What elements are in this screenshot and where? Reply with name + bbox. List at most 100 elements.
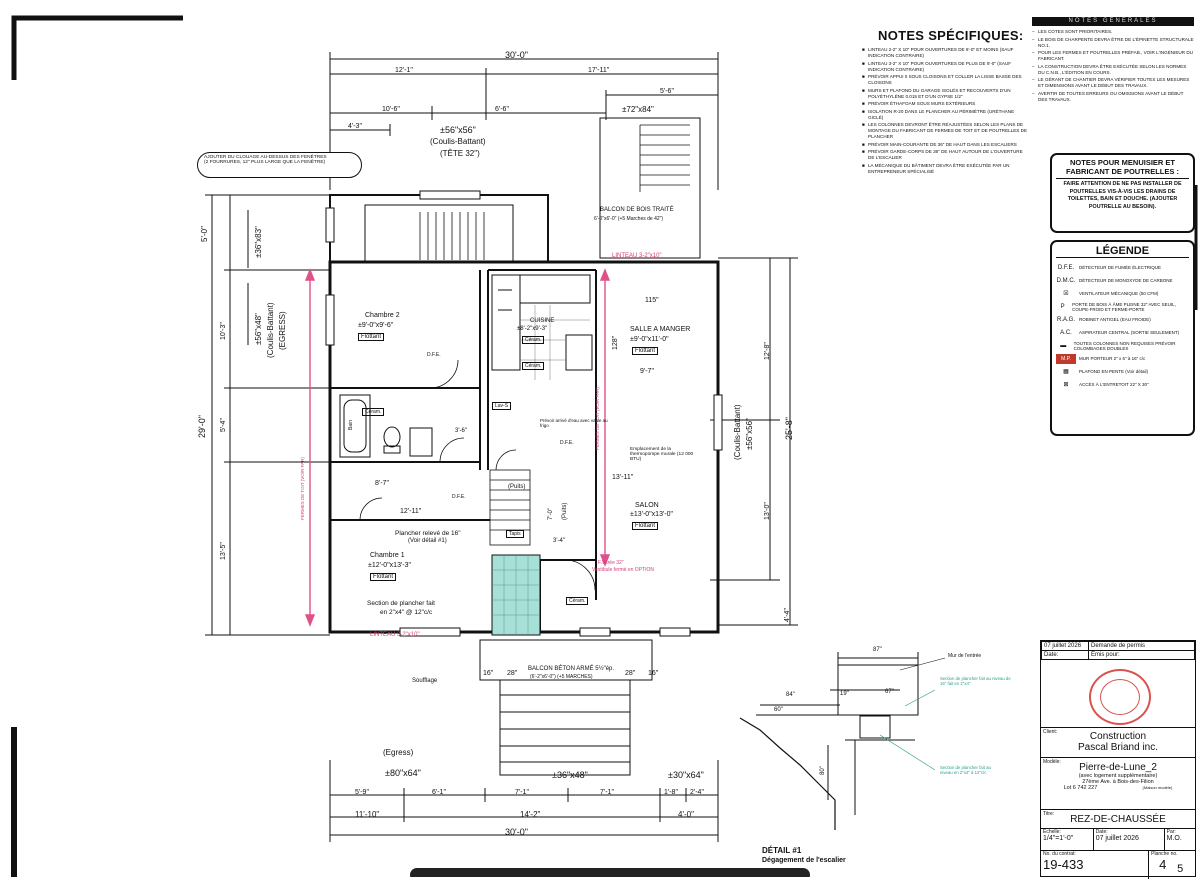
soufflage-label: Soufflage: [412, 678, 438, 684]
legend-symbol-icon: D.M.C.: [1056, 277, 1076, 284]
corner-mark-top-left: [11, 15, 183, 80]
echelle-label: Échelle:: [1043, 829, 1061, 835]
rev-date-label: Date:: [1041, 650, 1089, 660]
dim-top-6-6: 6'-6": [495, 106, 509, 113]
rev-desc: Demande de permis: [1088, 641, 1195, 651]
modele-label: Modèle:: [1043, 759, 1061, 765]
detail-mur-entree: Mur de l'entrée: [948, 653, 982, 659]
emplacement-label: Emplacement de la thermopompe murale (12…: [630, 447, 694, 462]
note-item: –AVERTIR DE TOUTES ERREURS OU OMISSIONS …: [1032, 91, 1194, 103]
note-bullet: –: [1032, 29, 1035, 34]
legend-symbol-icon: P: [1060, 303, 1065, 310]
dim-left-5-4: 5'-4": [220, 418, 227, 432]
titre-value: REZ-DE-CHAUSSÉE: [1070, 814, 1166, 825]
balcon-bois-line2: 6'-0"x6'-0" (+5 Marches de 42"): [594, 216, 664, 222]
menuisier-title-2: FABRICANT DE POUTRELLES :: [1056, 167, 1189, 179]
modele-sub-1: (avec logement supplémentaire): [1078, 773, 1158, 779]
dim-9-7: 9'-7": [640, 368, 654, 375]
legend-row: ⊠ACCÈS À L'ENTRETOIT 22" X 30": [1056, 378, 1189, 391]
detail-60: 60": [774, 707, 783, 713]
dim-top-4-3: 4'-3": [348, 123, 362, 130]
note-bullet: –: [1032, 63, 1035, 69]
notes-specifiques: NOTES SPÉCIFIQUES: ■LINTEAU 2-2" X 10" P…: [862, 28, 1030, 176]
dim-top-overall: 30'-0": [505, 50, 528, 60]
dim-128: 128": [612, 335, 619, 350]
dim-7-0: 7'-0": [548, 508, 554, 520]
balcon-beton-line2: (6'-2"x6'-0") (+5 MARCHES): [530, 674, 593, 680]
note-text: LE BOIS DE CHARPENTE DEVRA ÊTRE DE L'ÉPI…: [1038, 36, 1194, 48]
legend-text: ACCÈS À L'ENTRETOIT 22" X 30": [1079, 382, 1149, 387]
notes-generales-list: –LES COTES SONT PRIORITAIRES.–LE BOIS DE…: [1032, 29, 1194, 103]
room-salon-name: SALON: [635, 502, 659, 509]
contrat-label: No. du contrat:: [1043, 851, 1076, 857]
window-right-size: ±56"x56": [745, 418, 754, 450]
dim-bottom-6-1: 6'-1": [432, 789, 446, 796]
planche-total: 5: [1177, 863, 1184, 875]
dfe-label-2: D.F.E.: [560, 440, 574, 446]
dim-8-7: 8'-7": [375, 480, 389, 487]
par-value: M.O.: [1166, 835, 1182, 842]
legend-text: DÉTECTEUR DE MONOXYDE DE CARBONE: [1079, 278, 1173, 283]
note-bullet: –: [1032, 90, 1035, 96]
client-label: Client:: [1043, 729, 1058, 735]
titre-label: Titre:: [1043, 811, 1055, 817]
legend-row: ▬TOUTES COLONNES NON REQUISES PRÉVOIR CO…: [1056, 339, 1189, 352]
balcon-beton-line1: BALCON BÉTON ARMÉ 5½"ép.: [528, 666, 615, 672]
menuisier-title-1: NOTES POUR MENUISIER ET: [1069, 158, 1175, 167]
note-item: –POUR LES FERMES ET POUTRELLES PRÉFAB., …: [1032, 50, 1194, 62]
note-item: –LA CONSTRUCTION DEVRA ÊTRE EXÉCUTÉE SEL…: [1032, 64, 1194, 76]
window-left2-type: (Coulis-Battant): [266, 302, 275, 358]
detail-1-drawing: [739, 652, 919, 830]
legend-text: ROBINET ANTIGEL (EAU FROIDE): [1079, 317, 1151, 322]
title-block: 07 juillet 2026 Demande de permis Date: …: [1040, 640, 1196, 879]
dim-115: 115": [645, 297, 659, 304]
dim-top-17-11: 17'-11": [588, 67, 610, 74]
voir-detail: (Voir détail #1): [408, 538, 447, 544]
dim-12-11: 12'-11": [400, 508, 422, 515]
legend-symbol-icon: ☒: [1063, 291, 1069, 297]
detail-19: 19": [840, 691, 849, 697]
note-text: PRÉVOIR ÉTHAFOAM SOUS MURS EXTÉRIEURS: [868, 101, 976, 106]
bain-label: Bain: [348, 419, 354, 430]
dfe-label-1: D.F.E.: [427, 352, 441, 358]
note-bullet: ■: [862, 149, 865, 154]
bottom-scroll-bar[interactable]: [410, 868, 810, 877]
dim-top-10-6: 10'-6": [382, 106, 400, 113]
note-text: LES COTES SONT PRIORITAIRES.: [1038, 29, 1113, 34]
note-item: ■LINTEAU 3-2" X 10" POUR OUVERTURES DE P…: [862, 61, 1030, 73]
note-item: ■PRÉVOIR APPUI 0 SOUS CLOISONS ET COLLER…: [862, 74, 1030, 86]
note-item: ■LA MÉCANIQUE DU BÂTIMENT DEVRA ÊTRE EXÉ…: [862, 163, 1030, 175]
ferme-left-label: FERMES DE TOIT (VOIR PAR): [300, 457, 305, 520]
dim-right-12-8: 12'-8": [764, 342, 771, 360]
room-salon-floor: Flottant: [632, 522, 659, 530]
notes-specifiques-list: ■LINTEAU 2-2" X 10" POUR OUVERTURES DE 6…: [862, 47, 1030, 175]
note-item: –LES COTES SONT PRIORITAIRES.: [1032, 29, 1194, 35]
note-text: ISOLATION R-20 DANS LE PLANCHER AU PÉRIM…: [868, 108, 1015, 120]
dim-3-4: 3'-4": [553, 538, 565, 544]
client-name-1: Construction: [1089, 731, 1147, 742]
room-salle-manger-dims: ±9'-0"x11'-0": [630, 336, 669, 343]
note-bullet: ■: [862, 74, 865, 79]
dim-bottom-11-10: 11'-10": [355, 810, 380, 819]
echelle-value: 1/4"=1'-0": [1043, 835, 1074, 842]
note-item: ■MURS ET PLAFOND DU GARAGE ISOLÉS ET REC…: [862, 88, 1030, 100]
window-top-size: ±56"x56": [440, 125, 476, 135]
rev-date: 07 juillet 2026: [1041, 641, 1089, 651]
legend-row: ▦PLAFOND EN PENTE (Voir détail): [1056, 365, 1189, 378]
contrat-value: 19-433: [1043, 857, 1084, 872]
note-bullet: –: [1032, 36, 1035, 42]
room-chambre2-name: Chambre 2: [365, 312, 400, 319]
room-chambre1-floor: Flottant: [370, 573, 397, 581]
detail-67: 67": [885, 689, 894, 695]
note-text: LE GÉRANT DE CHANTIER DEVRA VÉRIFIER TOU…: [1038, 77, 1190, 88]
notes-generales: NOTES GÉNÉRALES –LES COTES SONT PRIORITA…: [1032, 17, 1194, 104]
legend-row: M.P.MUR PORTEUR 2" x 6" à 16" c/c: [1056, 352, 1189, 365]
note-item: ■LINTEAU 2-2" X 10" POUR OUVERTURES DE 6…: [862, 47, 1030, 59]
dim-13-11: 13'-11": [612, 474, 634, 481]
legend-symbol-icon: ▦: [1063, 369, 1069, 375]
note-text: PRÉVOIR APPUI 0 SOUS CLOISONS ET COLLER …: [868, 74, 1022, 85]
modele-note: (Maison modèle): [1142, 785, 1173, 790]
